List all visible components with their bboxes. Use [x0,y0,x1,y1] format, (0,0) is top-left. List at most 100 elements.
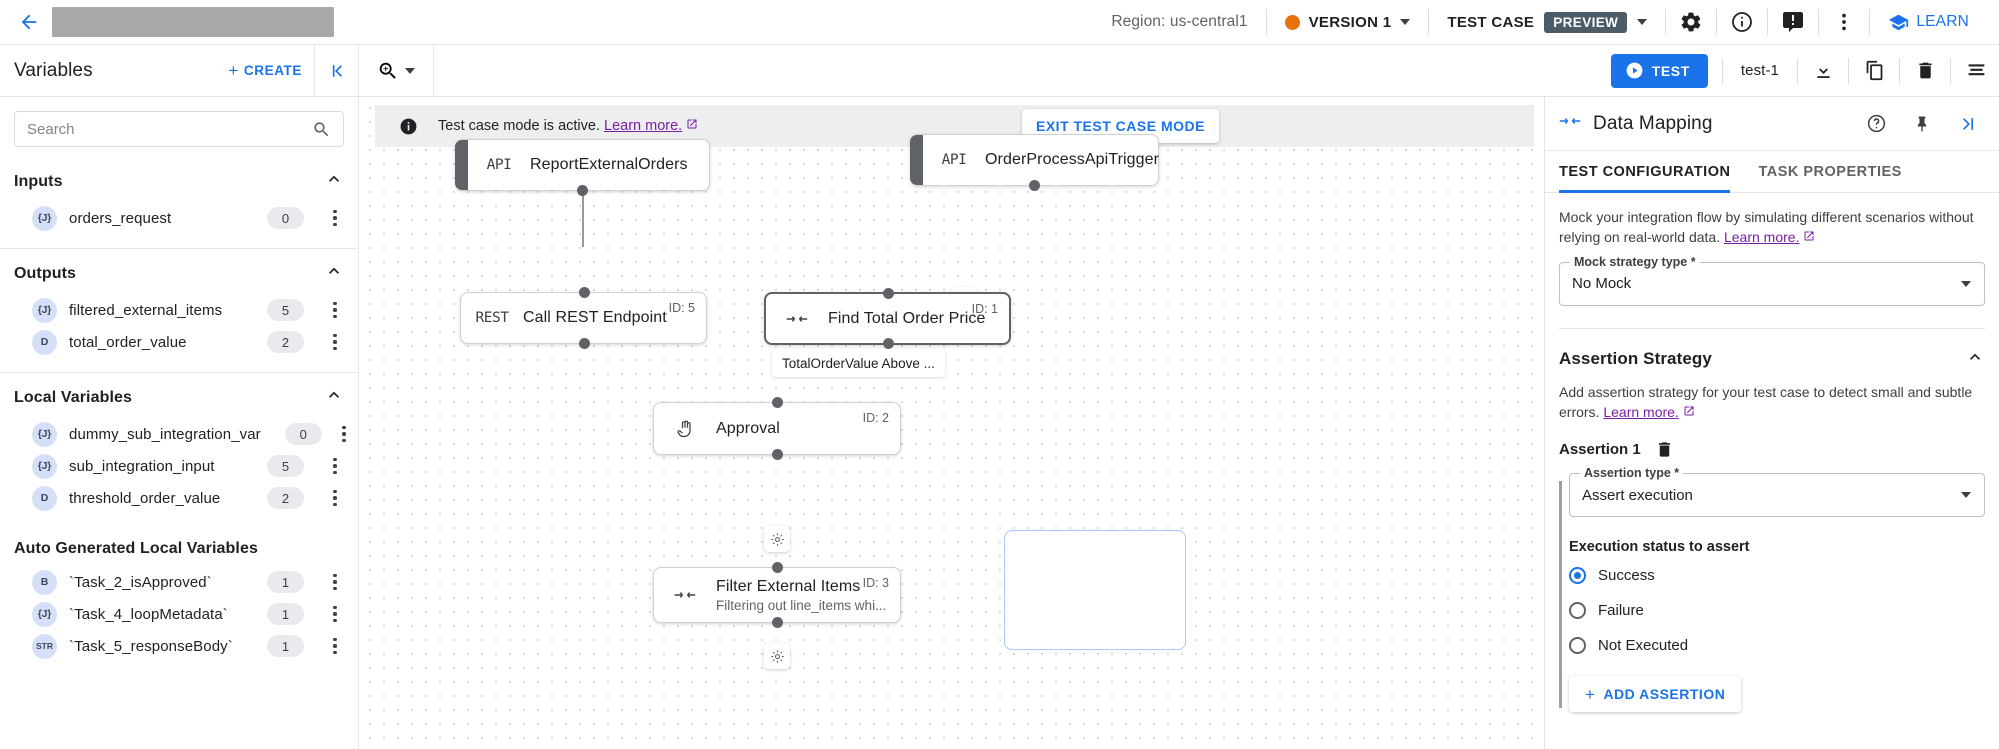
row-more-icon[interactable] [324,573,346,591]
create-variable-button[interactable]: + CREATE [228,62,314,79]
list-icon[interactable] [1953,45,1999,97]
radio-button[interactable] [1569,566,1586,584]
edge-gear-icon[interactable] [764,526,790,552]
gear-icon[interactable] [1668,0,1714,45]
pin-icon[interactable] [1905,107,1939,141]
mock-description: Mock your integration flow by simulating… [1559,193,1985,248]
node-output-port[interactable] [579,338,590,349]
radio-button[interactable] [1569,601,1586,619]
learn-button[interactable]: LEARN [1872,12,1985,33]
back-arrow-icon[interactable] [14,7,44,37]
row-more-icon[interactable] [324,489,346,507]
assertion-body: Assertion type * Assert execution Execut… [1559,466,1985,713]
list-item[interactable]: {J} orders_request 0 [0,202,358,234]
more-vert-icon[interactable] [1821,0,1867,45]
radio-button[interactable] [1569,636,1586,654]
copy-icon[interactable] [1851,45,1897,97]
chevron-up-icon[interactable] [324,385,344,410]
list-item[interactable]: {J} filtered_external_items 5 [0,294,358,326]
variable-type-badge: B [32,569,57,595]
search-box[interactable] [14,111,344,147]
list-item[interactable]: B `Task_2_isApproved` 1 [0,566,358,598]
variables-title: Variables [14,59,93,81]
row-more-icon[interactable] [324,637,346,655]
radio-option-success[interactable]: Success [1569,560,1985,590]
chevron-up-icon[interactable] [324,261,344,286]
row-more-icon[interactable] [324,209,346,227]
flow-node-call-rest-endpoint[interactable]: REST Call REST Endpoint ID: 5 [460,287,707,349]
assertion-type-select[interactable]: Assertion type * Assert execution [1569,466,1985,518]
variable-type-badge: {J} [32,601,57,627]
divider [1818,9,1820,35]
data-mapping-icon [766,311,828,327]
row-more-icon[interactable] [342,425,346,443]
edge-condition-label[interactable]: TotalOrderValue Above ... [772,349,945,377]
list-item[interactable]: D threshold_order_value 2 [0,482,358,514]
feedback-icon[interactable] [1770,0,1816,45]
assertion-strategy-header[interactable]: Assertion Strategy [1559,329,1985,372]
mock-strategy-select[interactable]: Mock strategy type * No Mock [1559,254,1985,306]
zoom-control[interactable] [359,44,434,97]
flow-node-report-external-orders[interactable]: API ReportExternalOrders [455,139,710,196]
page-title-redacted [52,7,334,37]
run-test-button[interactable]: TEST [1610,53,1708,88]
section-header-local-variables[interactable]: Local Variables [0,373,358,418]
delete-icon[interactable] [1655,440,1674,459]
banner-learn-more-link[interactable]: Learn more. [604,118,683,134]
test-case-selector[interactable]: TEST CASE PREVIEW [1431,11,1663,33]
section-header-inputs[interactable]: Inputs [0,157,358,202]
row-more-icon[interactable] [324,605,346,623]
flow-node-filter-external-items[interactable]: Filter External Items Filtering out line… [653,562,901,628]
info-icon[interactable] [1719,0,1765,45]
panel-tabs: TEST CONFIGURATION TASK PROPERTIES [1545,151,1999,193]
node-input-port[interactable] [883,288,894,299]
download-icon[interactable] [1800,45,1846,97]
edge-gear-icon[interactable] [764,643,790,669]
expand-panel-icon[interactable] [1951,107,1985,141]
assertion-learn-more-link[interactable]: Learn more. [1603,403,1679,420]
node-output-port[interactable] [772,449,783,460]
row-more-icon[interactable] [324,457,346,475]
flow-node-find-total-order-price[interactable]: Find Total Order Price ID: 1 [764,288,1011,349]
test-case-name[interactable]: test-1 [1740,62,1779,79]
section-header-auto-generated[interactable]: Auto Generated Local Variables [0,528,358,566]
tab-test-configuration[interactable]: TEST CONFIGURATION [1559,151,1731,193]
variable-count-badge: 5 [267,455,304,477]
flow-canvas[interactable]: Test case mode is active. Learn more. EX… [359,97,1544,749]
tab-task-properties[interactable]: TASK PROPERTIES [1758,163,1902,180]
radio-option-failure[interactable]: Failure [1569,595,1985,625]
add-assertion-button[interactable]: + ADD ASSERTION [1569,676,1742,713]
radio-option-not-executed[interactable]: Not Executed [1569,630,1985,660]
variable-type-badge: STR [32,633,57,659]
variable-count-badge: 2 [267,331,304,353]
list-item[interactable]: {J} sub_integration_input 5 [0,450,358,482]
collapse-panel-icon[interactable] [314,44,358,97]
chevron-up-icon[interactable] [1965,347,1985,372]
help-circle-icon[interactable] [1859,107,1893,141]
node-output-port[interactable] [1029,180,1040,191]
node-input-port[interactable] [772,397,783,408]
node-input-port[interactable] [772,562,783,573]
node-input-port[interactable] [579,287,590,298]
list-item[interactable]: {J} `Task_4_loopMetadata` 1 [0,598,358,630]
mock-learn-more-link[interactable]: Learn more. [1723,229,1800,246]
flow-node-approval[interactable]: Approval ID: 2 [653,397,901,460]
divider [1428,9,1430,35]
flow-node-placeholder[interactable] [1004,530,1186,650]
plus-icon: + [1585,684,1596,704]
list-item[interactable]: STR `Task_5_responseBody` 1 [0,630,358,662]
node-output-port[interactable] [883,338,894,349]
search-input[interactable] [27,120,304,138]
node-output-port[interactable] [577,185,588,196]
row-more-icon[interactable] [324,333,346,351]
row-more-icon[interactable] [324,301,346,319]
search-container [0,97,358,157]
section-header-outputs[interactable]: Outputs [0,249,358,294]
version-selector[interactable]: VERSION 1 [1269,14,1427,31]
chevron-up-icon[interactable] [324,169,344,194]
list-item[interactable]: {J} dummy_sub_integration_var 0 [0,418,358,450]
delete-icon[interactable] [1902,45,1948,97]
node-output-port[interactable] [772,617,783,628]
list-item[interactable]: D total_order_value 2 [0,326,358,358]
flow-node-order-process-api-trigger[interactable]: API OrderProcessApiTrigger [910,134,1159,191]
